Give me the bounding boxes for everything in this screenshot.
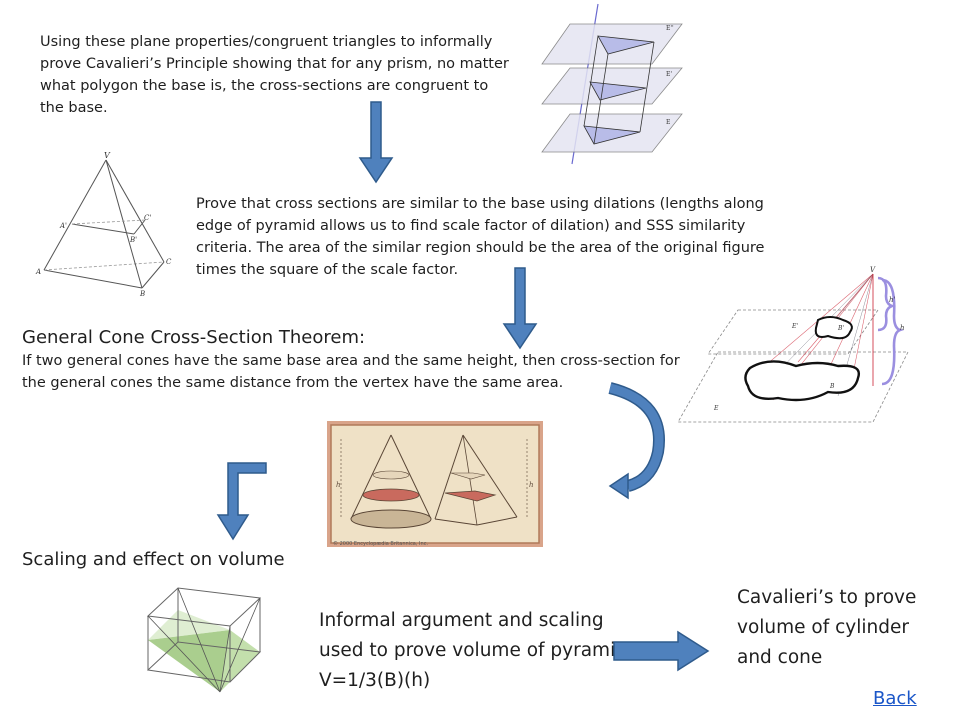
- two-cones-picture: h h © 2000 Encyclopædia Britannica, Inc.: [327, 421, 543, 547]
- down-arrow-1: [358, 101, 394, 184]
- cone-label-e-prime: E': [791, 323, 798, 330]
- cones-label-h-right: h: [529, 481, 534, 489]
- cone-label-h-prime: h': [889, 296, 896, 304]
- informal-argument-text: Informal argument and scaling used to pr…: [319, 610, 627, 691]
- plane-label-top: E'': [666, 25, 674, 32]
- cones-image-credit: © 2000 Encyclopædia Britannica, Inc.: [333, 540, 428, 547]
- cavalieri-cylinder-text: Cavalieri’s to prove volume of cylinder …: [737, 587, 917, 668]
- pyramid-label-b-prime: B': [129, 236, 137, 244]
- plane-label-middle: E': [666, 71, 672, 78]
- pyramid-cross-section-diagram: V A' B' C' A B C: [35, 151, 172, 298]
- l-shaped-arrow: [216, 462, 267, 541]
- plane-label-bottom: E: [666, 119, 670, 126]
- cone-label-b-prime: B': [837, 325, 844, 332]
- cone-label-b: B: [829, 383, 835, 390]
- pyramid-label-a-prime: A': [59, 222, 67, 230]
- down-arrow-2: [502, 267, 538, 350]
- pyramid-label-c: C: [166, 258, 172, 266]
- pyramid-label-a: A: [35, 268, 41, 276]
- back-link[interactable]: Back: [873, 688, 917, 709]
- general-cone-diagram: V h' h B' B E' E: [677, 266, 909, 423]
- pyramid-label-v: V: [104, 151, 111, 160]
- pyramid-label-c-prime: C': [144, 214, 151, 222]
- right-arrow: [613, 630, 710, 672]
- curved-arrow: [608, 382, 665, 500]
- prism-planes-diagram: E'' E' E: [541, 3, 683, 165]
- pyramid-label-b: B: [139, 290, 145, 298]
- dilation-proof-text: Prove that cross sections are similar to…: [196, 196, 765, 278]
- cavalieri-prism-text: Using these plane properties/congruent t…: [40, 34, 509, 116]
- cube-pyramid-diagram: [146, 587, 262, 693]
- cones-label-h-left: h: [336, 481, 341, 489]
- scaling-volume-text: Scaling and effect on volume: [22, 549, 285, 570]
- cone-label-h: h: [900, 324, 905, 332]
- cone-label-v: V: [870, 266, 876, 274]
- cone-label-e: E: [713, 405, 719, 412]
- cone-theorem-title: General Cone Cross-Section Theorem:: [22, 327, 366, 348]
- cone-theorem-body: If two general cones have the same base …: [22, 353, 680, 391]
